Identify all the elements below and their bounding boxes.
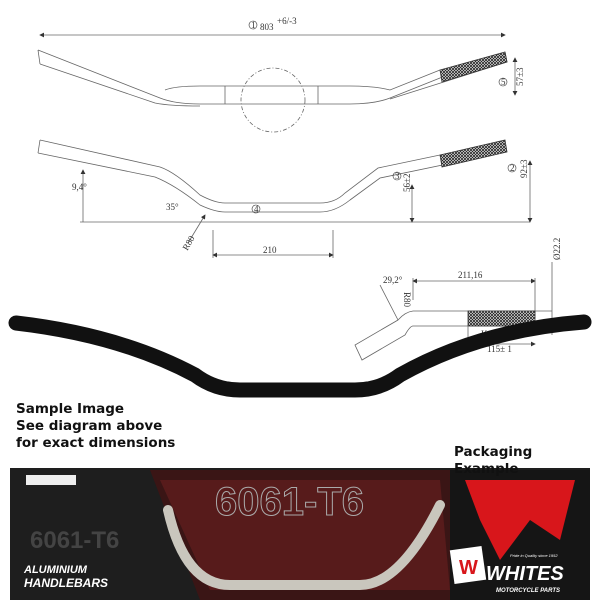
brand-sub: MOTORCYCLE PARTS: [496, 588, 560, 594]
product-line2: HANDLEBARS: [24, 576, 108, 590]
sample-caption-line1: Sample Image: [16, 401, 125, 417]
sample-caption: Sample Image See diagram above for exact…: [16, 401, 175, 452]
packaging-box: 6061-T6 6061-T6 ALUMINIUM HANDLEBARS W P…: [10, 468, 590, 600]
material-code: 6061-T6: [30, 527, 119, 554]
grip-angle-label: 29,2°: [383, 275, 403, 285]
knurling-length-label: 115± 1: [487, 344, 512, 354]
top-view: [37, 32, 518, 133]
sample-caption-line2: See diagram above: [16, 418, 163, 434]
grip-length-label: 211,16: [458, 270, 483, 280]
svg-text:3: 3: [395, 171, 400, 181]
overall-width-tolerance: +6/-3: [277, 16, 297, 26]
side-view: [37, 139, 533, 258]
bend-radius-label: R80: [180, 234, 196, 252]
product-line1: ALUMINIUM: [23, 564, 88, 576]
svg-text:W: W: [459, 557, 478, 579]
overall-width-label: 803: [260, 22, 274, 32]
packaging-caption: Packaging Example: [454, 444, 533, 477]
svg-text:2: 2: [510, 163, 515, 173]
sample-caption-line3: for exact dimensions: [16, 435, 176, 451]
center-rise-label: 56±2: [402, 174, 412, 192]
brand-logo: WHITES: [486, 563, 564, 585]
center-width-label: 210: [263, 245, 277, 255]
svg-text:5: 5: [501, 77, 506, 87]
sweep-angle-label: 9,4°: [72, 182, 87, 192]
svg-text:4: 4: [254, 204, 259, 214]
diameter-label: Ø22.2: [552, 238, 562, 260]
grip-rise-label: 57±3: [515, 67, 525, 86]
center-graphic: 6061-T6: [215, 480, 364, 524]
tagline: Pride in Quality since 1952: [510, 553, 558, 558]
end-radius-label: R80: [402, 292, 412, 308]
svg-text:1: 1: [251, 20, 256, 30]
rise-label: 92±3: [519, 159, 529, 178]
sample-handlebar: [8, 314, 592, 398]
bend-angle-label: 35°: [166, 202, 179, 212]
